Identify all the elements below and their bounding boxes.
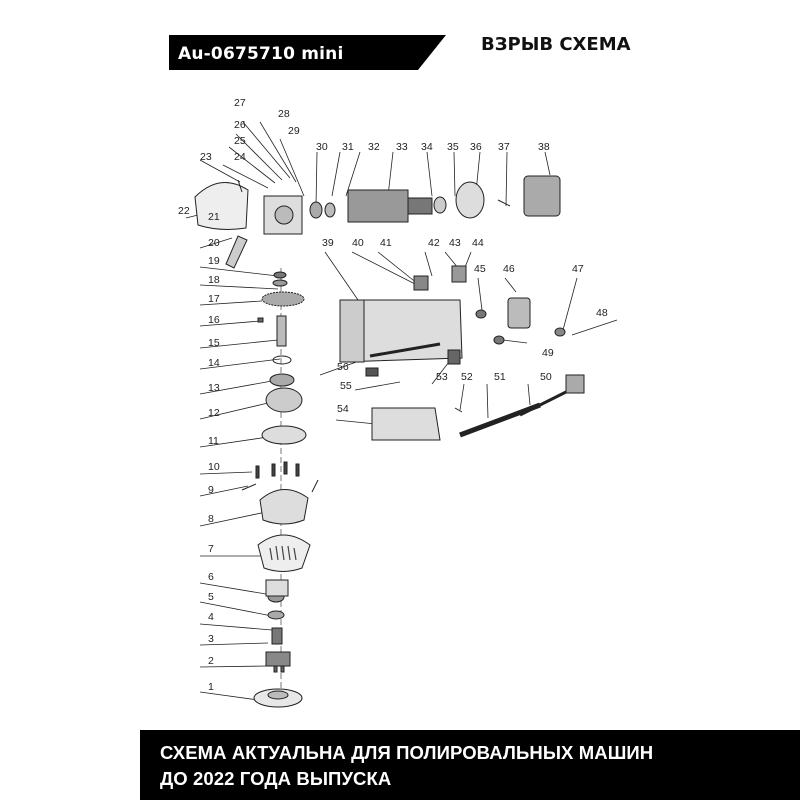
leader-lines (185, 121, 618, 701)
part-number-6: 6 (208, 571, 214, 583)
part-number-48: 48 (596, 307, 608, 319)
part-number-42: 42 (428, 237, 440, 249)
part-number-43: 43 (449, 237, 461, 249)
part-number-52: 52 (461, 371, 473, 383)
part-number-14: 14 (208, 357, 220, 369)
part-number-54: 54 (337, 403, 349, 415)
part-number-56: 56 (337, 361, 349, 373)
footer-note: СХЕМА АКТУАЛЬНА ДЛЯ ПОЛИРОВАЛЬНЫХ МАШИН … (140, 730, 800, 800)
part-number-40: 40 (352, 237, 364, 249)
part-number-38: 38 (538, 141, 550, 153)
part-number-31: 31 (342, 141, 354, 153)
part-number-44: 44 (472, 237, 484, 249)
part-number-26: 26 (234, 119, 246, 131)
part-number-36: 36 (470, 141, 482, 153)
part-number-55: 55 (340, 380, 352, 392)
part-number-16: 16 (208, 314, 220, 326)
part-number-27: 27 (234, 97, 246, 109)
part-number-1: 1 (208, 681, 214, 693)
part-number-49: 49 (542, 347, 554, 359)
part-number-46: 46 (503, 263, 515, 275)
part-number-17: 17 (208, 293, 220, 305)
part-number-4: 4 (208, 611, 214, 623)
part-number-35: 35 (447, 141, 459, 153)
part-number-50: 50 (540, 371, 552, 383)
part-number-13: 13 (208, 382, 220, 394)
part-number-53: 53 (436, 371, 448, 383)
part-number-3: 3 (208, 633, 214, 645)
model-banner: Au-0675710 mini (0, 0, 800, 90)
exploded-diagram: 1234567891011121314151617181920212223242… (178, 97, 618, 708)
part-number-2: 2 (208, 655, 214, 667)
model-banner-shape (169, 35, 446, 70)
part-number-29: 29 (288, 125, 300, 137)
part-number-41: 41 (380, 237, 392, 249)
part-number-15: 15 (208, 337, 220, 349)
part-number-22: 22 (178, 205, 190, 217)
part-number-47: 47 (572, 263, 584, 275)
model-label: Au-0675710 mini (178, 44, 344, 64)
part-number-37: 37 (498, 141, 510, 153)
footer-line-1: СХЕМА АКТУАЛЬНА ДЛЯ ПОЛИРОВАЛЬНЫХ МАШИН (160, 742, 654, 763)
part-number-23: 23 (200, 151, 212, 163)
part-number-21: 21 (208, 211, 220, 223)
part-number-24: 24 (234, 151, 246, 163)
part-number-19: 19 (208, 255, 220, 267)
part-number-39: 39 (322, 237, 334, 249)
part-number-28: 28 (278, 108, 290, 120)
part-number-9: 9 (208, 484, 214, 496)
part-number-12: 12 (208, 407, 220, 419)
part-number-5: 5 (208, 591, 214, 603)
part-number-33: 33 (396, 141, 408, 153)
part-number-20: 20 (208, 237, 220, 249)
part-number-8: 8 (208, 513, 214, 525)
part-number-25: 25 (234, 135, 246, 147)
diagram-title: ВЗРЫВ СХЕМА (481, 34, 631, 55)
part-number-11: 11 (208, 435, 219, 447)
part-number-10: 10 (208, 461, 220, 473)
part-number-45: 45 (474, 263, 486, 275)
part-number-34: 34 (421, 141, 433, 153)
parts-drawing (194, 175, 585, 708)
part-number-51: 51 (494, 371, 506, 383)
part-number-18: 18 (208, 274, 220, 286)
part-number-30: 30 (316, 141, 328, 153)
part-number-7: 7 (208, 543, 214, 555)
part-number-32: 32 (368, 141, 380, 153)
footer-line-2: ДО 2022 ГОДА ВЫПУСКА (160, 768, 392, 789)
